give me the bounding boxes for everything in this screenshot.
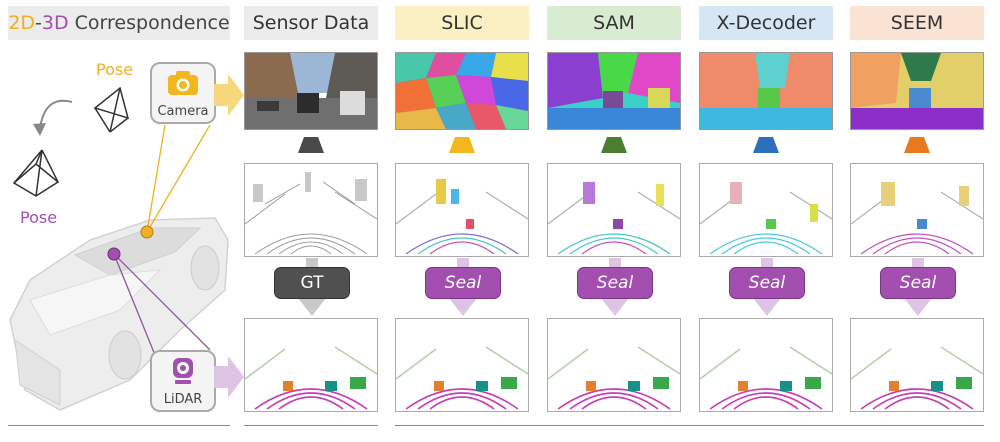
lidar-icon [173,358,193,384]
x-decoder-segmentation [699,52,833,130]
lidar-link-line [113,253,156,356]
pointcloud-seem [850,163,984,257]
header-x-decoder: X-Decoder [699,6,833,40]
slic-segmentation [395,52,529,130]
camera-mount-dot [140,225,154,239]
pointcloud-sam [547,163,681,257]
camera-link-line-2 [146,124,211,233]
funnel-x-decoder [753,137,779,153]
car-pose-illustration [9,86,229,411]
seal-tag-x-decoder: Seal [729,267,805,299]
camera-icon [168,71,198,95]
pointcloud-raw-sensor [244,163,378,257]
lidar-label: LiDAR [163,392,203,407]
pose-transform-arrow [39,99,73,129]
camera-link-line [146,124,166,233]
lidar-device: LiDAR [150,350,216,412]
pointcloud-x-decoder [699,163,833,257]
camera-image [244,52,378,130]
pointcloud-labeled-sensor [244,318,378,412]
header-slic: SLIC [395,6,529,40]
seal-tag-slic: Seal [425,267,501,299]
funnel-seem [904,137,930,153]
funnel-sam [601,137,627,153]
header-seem: SEEM [850,6,984,40]
lidar-to-pointcloud-arrow [214,356,244,398]
figure-title: 2D-3D Correspondence [8,6,230,40]
pointcloud-slic [395,163,529,257]
car-model [9,217,229,411]
lidar-mount-dot [107,247,121,261]
funnel-slic [449,137,475,153]
sam-segmentation [547,52,681,130]
pose-frustum-top [93,86,130,133]
title-2d: 2D [8,12,36,34]
seal-tag-sam: Seal [577,267,653,299]
bottom-rule-methods [395,425,984,426]
bottom-rule-sensor [244,425,378,426]
pointcloud-seal-seem [850,318,984,412]
bottom-rule-left [8,425,230,426]
camera-device: Camera [150,62,216,124]
pose-transform-arrowhead [33,123,46,136]
funnel-sensor [298,137,324,153]
lidar-link-line-2 [113,253,211,351]
camera-to-image-arrow [214,74,244,116]
title-dash: - [35,12,42,34]
pose-label-top: Pose [96,60,134,79]
seem-segmentation [850,52,984,130]
camera-label: Camera [157,104,209,119]
pointcloud-seal-slic [395,318,529,412]
pointcloud-seal-x-decoder [699,318,833,412]
pose-frustum-left [12,149,60,197]
header-sensor-data: Sensor Data [244,6,378,40]
title-3d: 3D [41,12,69,34]
title-rest: Correspondence [68,12,230,34]
pointcloud-seal-sam [547,318,681,412]
header-sam: SAM [547,6,681,40]
gt-tag: GT [274,267,350,299]
pose-label-left: Pose [20,208,58,227]
seal-tag-seem: Seal [880,267,956,299]
